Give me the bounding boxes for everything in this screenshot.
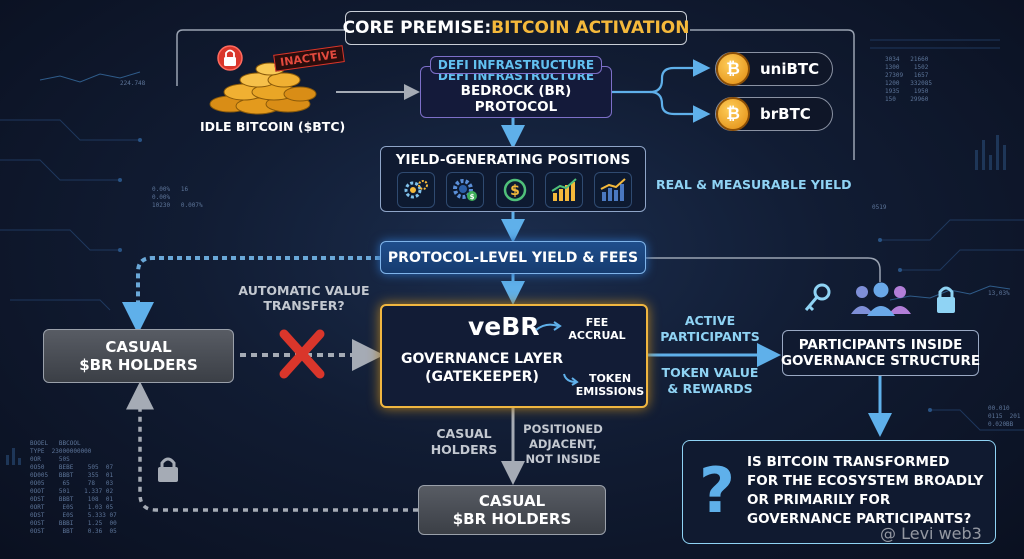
growth-chart-icon bbox=[545, 172, 583, 208]
background-numbers: 00.010 0115 201 0.020BB bbox=[988, 405, 1021, 428]
background-numbers: 0519 bbox=[872, 204, 887, 211]
real-yield-note: REAL & MEASURABLE YIELD bbox=[656, 177, 852, 192]
gear-dollar-icon: $ bbox=[446, 172, 484, 208]
title-banner: CORE PREMISE: BITCOIN ACTIVATION bbox=[342, 11, 690, 45]
blocked-x-icon bbox=[279, 329, 325, 379]
token-emissions: TOKEN EMISSIONS bbox=[575, 372, 645, 398]
bedrock-line2: PROTOCOL bbox=[474, 99, 558, 115]
bitcoin-pile-icon bbox=[209, 45, 317, 115]
title-highlight: BITCOIN ACTIVATION bbox=[491, 18, 690, 38]
bitcoin-coin-icon: ₿ bbox=[716, 97, 750, 131]
token-label: brBTC bbox=[760, 105, 811, 123]
protocol-fees-label: PROTOCOL-LEVEL YIELD & FEES bbox=[387, 249, 639, 266]
title-prefix: CORE PREMISE: bbox=[342, 18, 492, 38]
fee-accrual: FEE ACCRUAL bbox=[568, 316, 626, 342]
bedrock-line1: BEDROCK (BR) bbox=[460, 83, 572, 99]
token-value-label: TOKEN VALUE & REWARDS bbox=[661, 365, 759, 396]
gears-coin-icon bbox=[397, 172, 435, 208]
idle-bitcoin-node: INACTIVE IDLE BITCOIN ($BTC) bbox=[200, 42, 346, 136]
yield-positions-label: YIELD-GENERATING POSITIONS bbox=[395, 152, 631, 168]
key-icon bbox=[804, 283, 831, 312]
casual-holders-left-box: CASUAL $BR HOLDERS bbox=[43, 329, 234, 383]
dollar-cycle-icon: $ bbox=[496, 172, 534, 208]
positioned-adjacent-note: POSITIONED ADJACENT, NOT INSIDE bbox=[523, 422, 603, 466]
governance-layer-label: GOVERNANCE LAYER (GATEKEEPER) bbox=[400, 351, 564, 385]
question-text: IS BITCOIN TRANSFORMED FOR THE ECOSYSTEM… bbox=[747, 454, 984, 527]
group-users-icon bbox=[851, 282, 911, 316]
bedrock-protocol-box: DEFI INFRASTRUCTURE BEDROCK (BR) PROTOCO… bbox=[420, 66, 612, 118]
background-numbers: BOOEL BBCOOL TYPE 23000000000 0OR 50S 0O… bbox=[30, 440, 117, 535]
svg-text:$: $ bbox=[470, 193, 475, 201]
casual-holders-label: CASUAL HOLDERS bbox=[430, 426, 498, 457]
fee-arrow-icon bbox=[535, 321, 562, 331]
vebr-governance-box: veBR FEE ACCRUAL GOVERNANCE LAYER (GATEK… bbox=[380, 304, 648, 408]
background-numbers: 224.748 bbox=[120, 80, 146, 87]
trend-chart-icon bbox=[594, 172, 632, 208]
protocol-fees-box: PROTOCOL-LEVEL YIELD & FEES bbox=[380, 241, 646, 274]
svg-text:$: $ bbox=[510, 183, 520, 199]
idle-bitcoin-label: IDLE BITCOIN ($BTC) bbox=[200, 119, 346, 134]
lock-icon bbox=[937, 286, 955, 313]
watermark: @ Levi web3 bbox=[880, 524, 982, 543]
active-participants-label: ACTIVE PARTICIPANTS bbox=[660, 313, 760, 344]
question-mark-icon: ? bbox=[699, 454, 735, 527]
lock-icon bbox=[158, 457, 178, 482]
bitcoin-coin-icon: ₿ bbox=[716, 52, 750, 86]
participants-governance-box: PARTICIPANTS INSIDE GOVERNANCE STRUCTURE bbox=[781, 330, 980, 376]
token-unibtc: ₿ uniBTC bbox=[715, 52, 833, 86]
token-label: uniBTC bbox=[760, 60, 820, 78]
background-numbers: 3034 21660 1300 1502 27309 1657 1200 332… bbox=[885, 56, 932, 103]
participant-icons bbox=[804, 282, 955, 316]
emission-arrow-icon bbox=[563, 373, 579, 386]
bedrock-subtitle-tab: DEFI INFRASTRUCTURE bbox=[430, 56, 602, 74]
question-box: ? IS BITCOIN TRANSFORMED FOR THE ECOSYST… bbox=[682, 440, 996, 544]
token-brbtc: ₿ brBTC bbox=[715, 97, 833, 131]
automatic-transfer-question: AUTOMATIC VALUE TRANSFER? bbox=[238, 283, 370, 313]
casual-holders-bottom-box: CASUAL $BR HOLDERS bbox=[418, 485, 606, 535]
background-numbers: 0.00% 16 0.00% 10230 0.007% bbox=[152, 186, 203, 209]
background-numbers: 13,03% bbox=[988, 290, 1010, 297]
vebr-name: veBR bbox=[468, 312, 540, 341]
